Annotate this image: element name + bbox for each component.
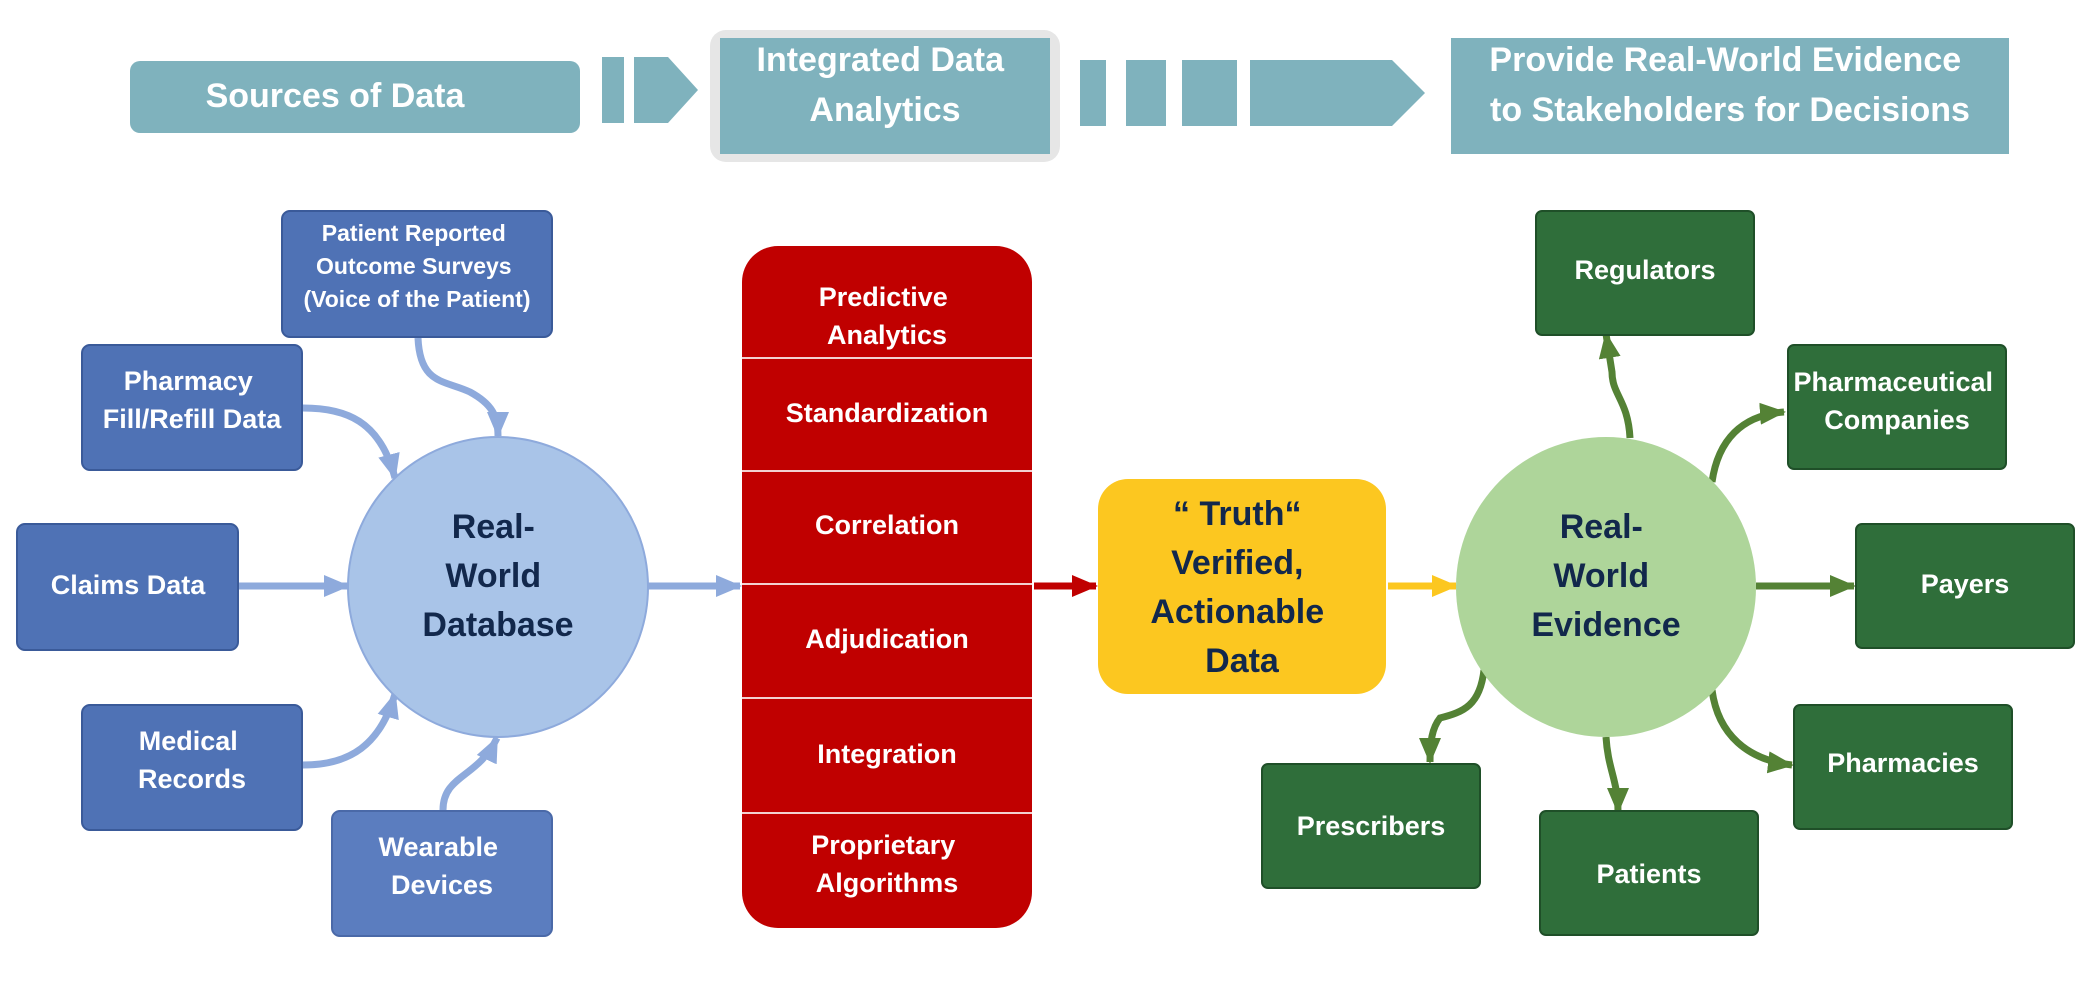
stakeholder-connectors <box>1419 332 1856 814</box>
real-world-database-circle <box>347 436 649 738</box>
regulators-label: Regulators <box>1574 255 1715 285</box>
claims-data-box <box>16 523 239 651</box>
truth-label: “ Truth“ Verified, Actionable Data <box>1150 495 1333 680</box>
real-world-database-label: Real- World Database <box>422 508 573 644</box>
connector-evidence-to-prescribers <box>1419 669 1488 764</box>
regulators-box <box>1535 210 1755 336</box>
header-long-arrow <box>1250 60 1425 126</box>
analytics-column-box <box>742 246 1032 928</box>
connector-evidence-to-pharma <box>1708 402 1786 483</box>
real-world-evidence-label: Real- World Evidence <box>1531 508 1680 644</box>
sources-of-data-banner <box>130 61 580 133</box>
pharmacy-data-label: Pharmacy Fill/Refill Data <box>103 366 283 434</box>
medical-records-box <box>81 704 303 831</box>
source-boxes: Patient Reported Outcome Surveys (Voice … <box>16 210 553 937</box>
analytics-dividers <box>742 357 1032 814</box>
connector-evidence-to-patients <box>1602 736 1629 814</box>
real-world-evidence-circle <box>1456 437 1756 737</box>
patient-reported-box <box>281 210 553 338</box>
prescribers-box <box>1261 763 1481 889</box>
analytics-step-predictive: Predictive Analytics <box>819 282 956 350</box>
header-chevron-arrow <box>634 57 698 123</box>
patients-box <box>1539 810 1759 936</box>
header-chevron-bar <box>602 57 624 123</box>
connector-pharmacy-to-database <box>302 404 400 480</box>
patients-label: Patients <box>1596 859 1701 889</box>
source-connectors <box>238 337 742 811</box>
patient-reported-label: Patient Reported Outcome Surveys (Voice … <box>303 220 530 312</box>
connector-wearable-to-database <box>439 736 501 811</box>
analytics-step-integration: Integration <box>817 739 957 769</box>
stakeholder-boxes: Regulators Pharmaceutical Companies Paye… <box>1261 210 2075 936</box>
wearable-devices-label: Wearable Devices <box>378 832 505 900</box>
connector-medical-to-database <box>302 692 399 769</box>
analytics-step-proprietary: Proprietary Algorithms <box>811 830 963 898</box>
truth-box <box>1098 479 1386 694</box>
sources-of-data-label: Sources of Data <box>206 77 466 115</box>
provide-evidence-label: Provide Real-World Evidence to Stakehold… <box>1489 41 1970 129</box>
connector-evidence-to-regulators <box>1598 332 1634 439</box>
analytics-step-standardization: Standardization <box>786 398 989 428</box>
pharmacies-label: Pharmacies <box>1827 748 1979 778</box>
header-band: Sources of Data Integrated Data Analytic… <box>130 30 2009 162</box>
prescribers-label: Prescribers <box>1297 811 1446 841</box>
payers-box <box>1855 523 2075 649</box>
pharma-companies-label: Pharmaceutical Companies <box>1793 367 2000 435</box>
analytics-column: Predictive Analytics Standardization Cor… <box>742 246 1032 928</box>
analytics-step-adjudication: Adjudication <box>805 624 969 654</box>
integrated-analytics-banner <box>720 38 1050 154</box>
connector-patient-to-database <box>414 337 509 438</box>
header-segment <box>1126 60 1166 126</box>
header-segment <box>1182 60 1237 126</box>
claims-data-label: Claims Data <box>51 570 207 600</box>
analytics-step-correlation: Correlation <box>815 510 959 540</box>
header-segment <box>1080 60 1106 126</box>
pharmacy-data-box <box>81 344 303 471</box>
medical-records-label: Medical Records <box>138 726 246 794</box>
pharmacies-box <box>1793 704 2013 830</box>
provide-evidence-banner <box>1451 38 2009 154</box>
connector-evidence-to-pharmacies <box>1708 689 1794 774</box>
integrated-analytics-label: Integrated Data Analytics <box>757 41 1014 129</box>
pharma-companies-box <box>1787 344 2007 470</box>
payers-label: Payers <box>1921 569 2010 599</box>
wearable-devices-box <box>331 810 553 937</box>
